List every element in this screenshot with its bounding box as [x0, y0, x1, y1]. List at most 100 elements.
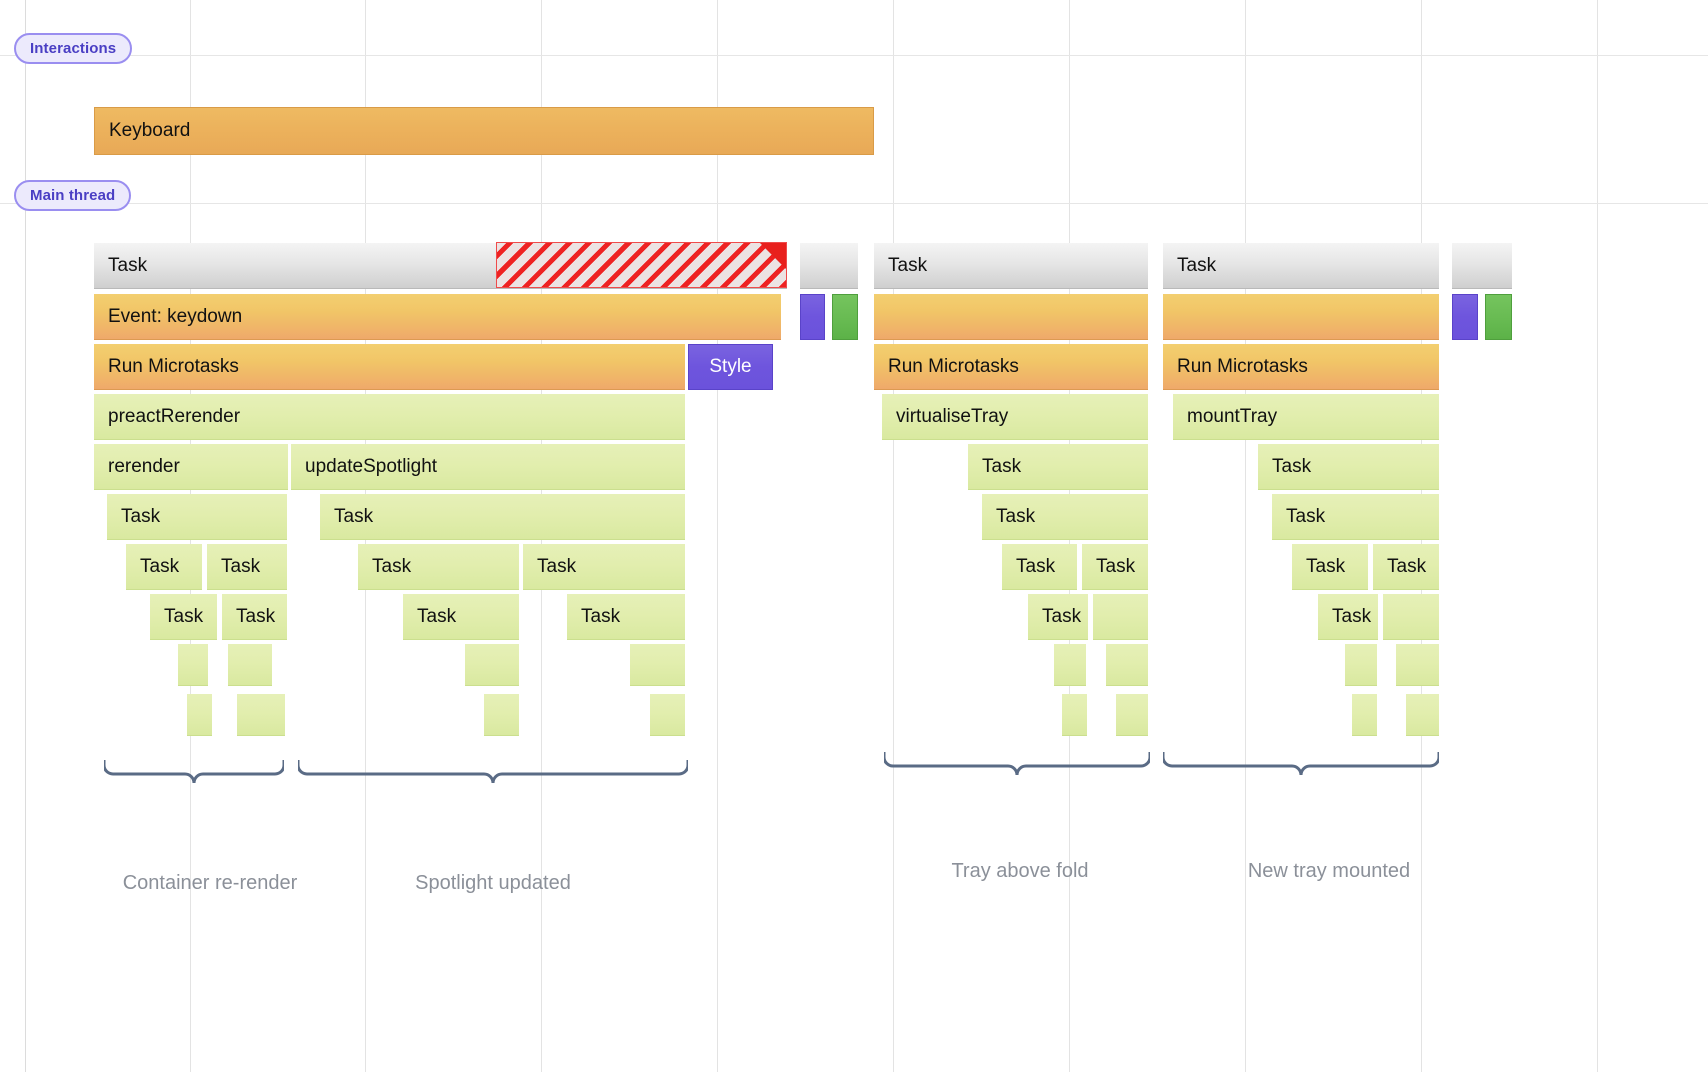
- flame-bar[interactable]: [1396, 644, 1439, 686]
- flame-bar-task[interactable]: Task: [1028, 594, 1088, 640]
- flame-bar-label: virtualiseTray: [896, 405, 1009, 427]
- flame-bar-task[interactable]: Task: [358, 544, 519, 590]
- flame-bar-label: Task: [1286, 505, 1326, 527]
- gridline-vertical: [25, 0, 26, 1072]
- brace-spotlight-updated: [298, 760, 688, 784]
- flame-bar-run-microtasks[interactable]: Run Microtasks: [94, 344, 685, 390]
- flame-bar-task[interactable]: Task: [222, 594, 287, 640]
- flame-bar-label: Task: [221, 555, 261, 577]
- flame-bar-task[interactable]: Task: [150, 594, 217, 640]
- flame-bar[interactable]: [228, 644, 272, 686]
- flame-bar-task[interactable]: Task: [126, 544, 202, 590]
- flame-bar[interactable]: [1093, 594, 1148, 640]
- flame-bar-task[interactable]: Task: [1082, 544, 1148, 590]
- annotation-caption-container-re-render: Container re-render: [122, 872, 298, 894]
- flame-bar-label: Task: [108, 254, 148, 276]
- long-task-warning[interactable]: [496, 242, 787, 288]
- flame-bar-label: Task: [1332, 605, 1372, 627]
- flame-bar-task[interactable]: Task: [874, 243, 1148, 289]
- flame-bar-label: Task: [1177, 254, 1217, 276]
- interaction-bar-keyboard[interactable]: Keyboard: [94, 107, 874, 155]
- gridline-vertical: [1245, 0, 1246, 1072]
- flame-bar[interactable]: [800, 243, 858, 289]
- flame-bar[interactable]: [465, 644, 519, 686]
- flame-bar-updatespotlight[interactable]: updateSpotlight: [291, 444, 685, 490]
- flame-bar[interactable]: [650, 694, 685, 736]
- flame-bar-task[interactable]: Task: [968, 444, 1148, 490]
- track-pill-main-thread[interactable]: Main thread: [14, 180, 132, 211]
- flame-bar[interactable]: [1452, 294, 1478, 340]
- flame-bar-label: Task: [1306, 555, 1346, 577]
- flame-bar-label: Task: [1096, 555, 1136, 577]
- flame-bar[interactable]: [832, 294, 858, 340]
- flame-bar-label: Task: [996, 505, 1036, 527]
- flame-bar-label: rerender: [108, 455, 180, 477]
- flame-bar[interactable]: [1106, 644, 1148, 686]
- flame-bar-style[interactable]: Style: [688, 344, 773, 390]
- flame-bar-task[interactable]: Task: [1163, 243, 1439, 289]
- flame-bar-task[interactable]: Task: [107, 494, 287, 540]
- flame-bar-label: mountTray: [1187, 405, 1278, 427]
- flame-bar-task[interactable]: Task: [403, 594, 519, 640]
- flame-bar-task[interactable]: Task: [523, 544, 685, 590]
- flame-bar-task[interactable]: Task: [320, 494, 685, 540]
- flame-bar-label: Task: [236, 605, 276, 627]
- flame-bar-task[interactable]: Task: [1318, 594, 1378, 640]
- flame-bar[interactable]: [1383, 594, 1439, 640]
- gridline-vertical: [717, 0, 718, 1072]
- flame-bar[interactable]: [1116, 694, 1148, 736]
- flame-bar[interactable]: [187, 694, 212, 736]
- flame-bar-label: Task: [581, 605, 621, 627]
- flame-bar-task[interactable]: Task: [982, 494, 1148, 540]
- flame-bar-task[interactable]: Task: [1258, 444, 1439, 490]
- flame-bar-label: Task: [372, 555, 412, 577]
- flame-bar[interactable]: [1452, 243, 1512, 289]
- flame-bar[interactable]: [874, 294, 1148, 340]
- gridline-vertical: [1597, 0, 1598, 1072]
- brace-container-re-render: [104, 760, 284, 784]
- flame-bar-label: Task: [164, 605, 204, 627]
- flame-bar[interactable]: [1163, 294, 1439, 340]
- flame-bar-task[interactable]: Task: [1292, 544, 1368, 590]
- track-pill-interactions[interactable]: Interactions: [14, 33, 133, 64]
- flame-bar-task[interactable]: Task: [1002, 544, 1077, 590]
- track-pill-interactions-label: Interactions: [30, 40, 117, 57]
- flame-bar[interactable]: [1054, 644, 1086, 686]
- flame-bar-task[interactable]: Task: [207, 544, 287, 590]
- track-pill-main-thread-label: Main thread: [30, 187, 116, 204]
- gridline-horizontal: [0, 55, 1708, 56]
- flame-bar[interactable]: [1352, 694, 1377, 736]
- flame-bar-task[interactable]: Task: [1272, 494, 1439, 540]
- flame-bar-label: Task: [1016, 555, 1056, 577]
- flame-bar[interactable]: [630, 644, 685, 686]
- flame-bar-label: Run Microtasks: [1177, 355, 1308, 377]
- flame-bar[interactable]: [1485, 294, 1512, 340]
- flame-bar-label: updateSpotlight: [305, 455, 438, 477]
- flame-bar-label: Task: [121, 505, 161, 527]
- flame-bar[interactable]: [800, 294, 825, 340]
- flame-bar[interactable]: [484, 694, 519, 736]
- flame-bar[interactable]: [178, 644, 208, 686]
- flame-bar[interactable]: [1345, 644, 1377, 686]
- flame-bar-run-microtasks[interactable]: Run Microtasks: [1163, 344, 1439, 390]
- flame-bar[interactable]: [237, 694, 285, 736]
- flame-bar-label: Task: [888, 254, 928, 276]
- flame-bar[interactable]: [1406, 694, 1439, 736]
- flame-bar-task[interactable]: Task: [1373, 544, 1439, 590]
- flame-bar[interactable]: [1062, 694, 1087, 736]
- flame-bar-virtualisetray[interactable]: virtualiseTray: [882, 394, 1148, 440]
- flame-bar-label: Task: [1387, 555, 1427, 577]
- flame-bar-label: Task: [417, 605, 457, 627]
- flame-bar-rerender[interactable]: rerender: [94, 444, 288, 490]
- flame-bar-mounttray[interactable]: mountTray: [1173, 394, 1439, 440]
- flame-bar-label: Style: [709, 356, 752, 377]
- flame-bar-event-keydown[interactable]: Event: keydown: [94, 294, 781, 340]
- flame-bar-preactrerender[interactable]: preactRerender: [94, 394, 685, 440]
- flame-bar-run-microtasks[interactable]: Run Microtasks: [874, 344, 1148, 390]
- flame-bar-task[interactable]: Task: [567, 594, 685, 640]
- gridline-horizontal: [0, 203, 1708, 204]
- flame-bar-label: Task: [537, 555, 577, 577]
- annotation-caption-new-tray-mounted: New tray mounted: [1247, 860, 1411, 882]
- brace-tray-above-fold: [884, 752, 1150, 776]
